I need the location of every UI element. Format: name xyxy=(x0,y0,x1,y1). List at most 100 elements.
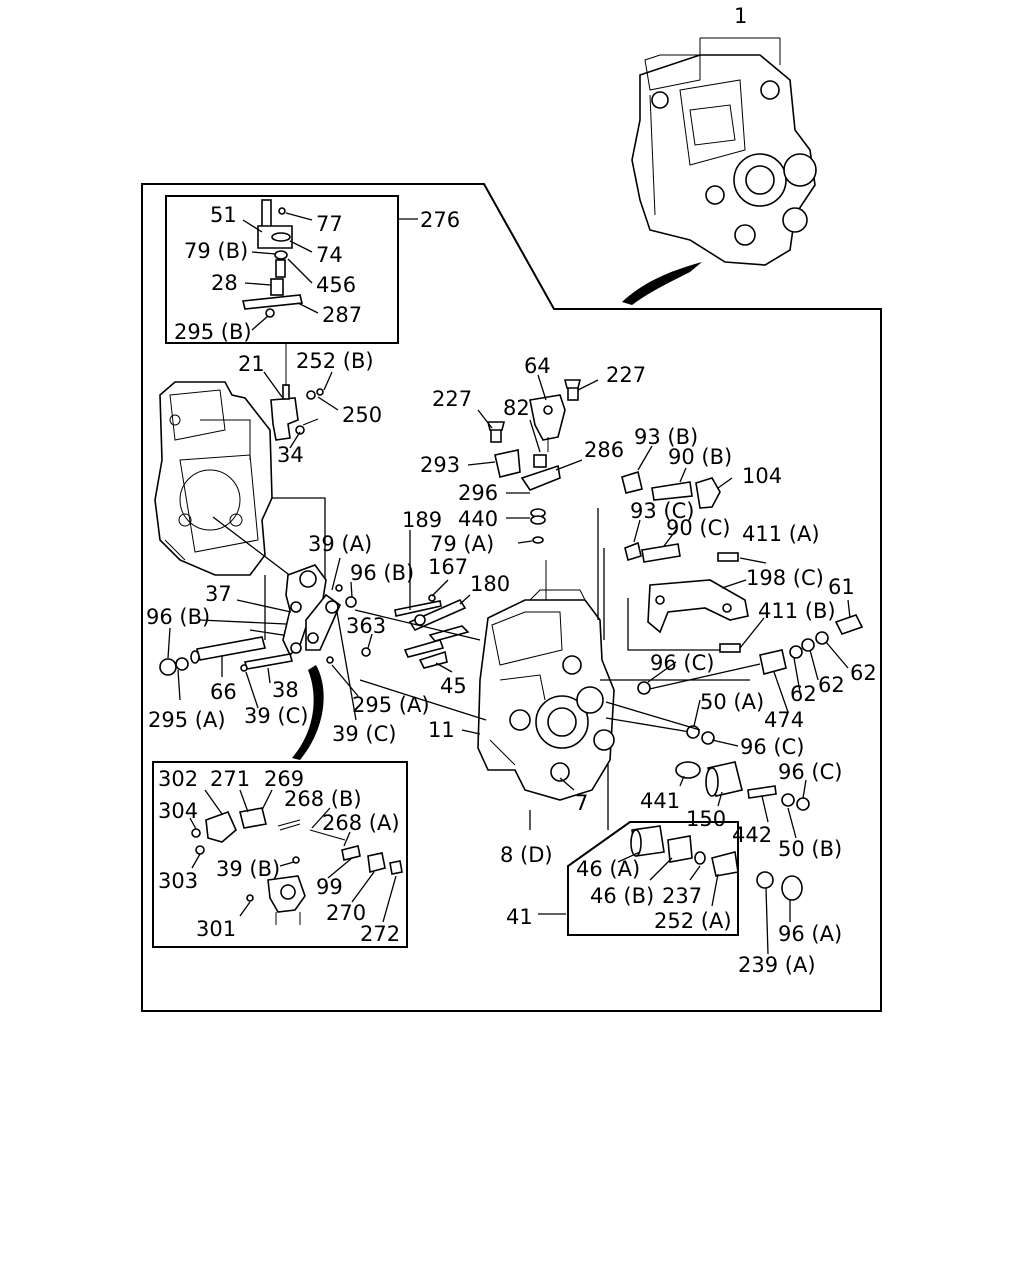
label-64: 64 xyxy=(524,354,551,378)
governor-housing-left xyxy=(154,381,273,576)
label-189: 189 xyxy=(402,508,442,532)
part-labels: 1 276 51 77 79 (B) 74 28 456 287 295 (B)… xyxy=(146,4,877,977)
label-62-b: 62 xyxy=(818,673,845,697)
label-45: 45 xyxy=(440,674,467,698)
bracket-198c xyxy=(627,552,767,653)
label-150: 150 xyxy=(686,807,726,831)
label-198c: 198 (C) xyxy=(746,566,824,590)
label-46a: 46 (A) xyxy=(576,857,640,881)
pump-body-leaders xyxy=(359,679,750,830)
inset-governor-spring-box xyxy=(152,761,408,948)
label-41: 41 xyxy=(506,905,533,929)
label-1: 1 xyxy=(734,4,747,28)
label-363: 363 xyxy=(346,614,386,638)
label-74: 74 xyxy=(316,243,343,267)
label-82: 82 xyxy=(503,396,530,420)
label-96b-left: 96 (B) xyxy=(146,605,210,629)
label-411a: 411 (A) xyxy=(742,522,820,546)
label-252a: 252 (A) xyxy=(654,909,732,933)
inset-276-leaders xyxy=(242,212,418,331)
label-8d: 8 (D) xyxy=(500,843,553,867)
label-286: 286 xyxy=(584,438,624,462)
label-252b: 252 (B) xyxy=(296,349,374,373)
label-96a: 96 (A) xyxy=(778,922,842,946)
label-37: 37 xyxy=(205,582,232,606)
label-11: 11 xyxy=(428,718,455,742)
label-295a-center: 295 (A) xyxy=(352,693,430,717)
label-296: 296 xyxy=(458,481,498,505)
label-21: 21 xyxy=(238,352,265,376)
label-270: 270 xyxy=(326,901,366,925)
label-227-left: 227 xyxy=(432,387,472,411)
label-39c-left: 39 (C) xyxy=(244,704,308,728)
lever-assembly xyxy=(159,564,357,676)
label-90c: 90 (C) xyxy=(666,516,730,540)
label-441: 441 xyxy=(640,789,680,813)
label-93b: 93 (B) xyxy=(634,425,698,449)
label-62-a: 62 xyxy=(790,682,817,706)
label-293: 293 xyxy=(420,453,460,477)
assembly-lines-left xyxy=(199,497,326,640)
label-50a: 50 (A) xyxy=(700,690,764,714)
inset-276-parts xyxy=(242,199,303,318)
label-271: 271 xyxy=(210,767,250,791)
label-96c-far-right: 96 (C) xyxy=(778,760,842,784)
top-center-parts xyxy=(467,374,599,600)
label-304: 304 xyxy=(158,799,198,823)
label-411b: 411 (B) xyxy=(758,599,836,623)
label-99: 99 xyxy=(316,875,343,899)
label-39b: 39 (B) xyxy=(216,857,280,881)
pump-assembly-overview xyxy=(631,37,817,266)
inset-governor-spring-parts xyxy=(189,789,403,925)
label-96c-mid: 96 (C) xyxy=(650,651,714,675)
label-104: 104 xyxy=(742,464,782,488)
inset-arrow xyxy=(292,665,324,760)
label-269: 269 xyxy=(264,767,304,791)
label-250: 250 xyxy=(342,403,382,427)
label-50b: 50 (B) xyxy=(778,837,842,861)
label-295a-left: 295 (A) xyxy=(148,708,226,732)
pump-body-11 xyxy=(477,589,615,801)
label-456: 456 xyxy=(316,273,356,297)
label-28: 28 xyxy=(211,271,238,295)
direction-arrow xyxy=(622,262,702,305)
label-46b: 46 (B) xyxy=(590,884,654,908)
label-287: 287 xyxy=(322,303,362,327)
label-90b: 90 (B) xyxy=(668,445,732,469)
label-77: 77 xyxy=(316,212,343,236)
label-237: 237 xyxy=(662,884,702,908)
label-268a: 268 (A) xyxy=(322,811,400,835)
plunger-parts-lower-right xyxy=(605,661,810,839)
label-51: 51 xyxy=(210,203,237,227)
label-440: 440 xyxy=(458,507,498,531)
group-41-parts xyxy=(538,764,803,955)
label-227-right: 227 xyxy=(606,363,646,387)
label-302: 302 xyxy=(158,767,198,791)
label-239a: 239 (A) xyxy=(738,953,816,977)
label-167: 167 xyxy=(428,555,468,579)
label-180: 180 xyxy=(470,572,510,596)
label-474: 474 xyxy=(764,708,804,732)
label-38: 38 xyxy=(272,678,299,702)
label-96c-right: 96 (C) xyxy=(740,735,804,759)
label-96b-upper: 96 (B) xyxy=(350,561,414,585)
label-303: 303 xyxy=(158,869,198,893)
label-272: 272 xyxy=(360,922,400,946)
label-295b: 295 (B) xyxy=(174,320,252,344)
lever-21-parts xyxy=(263,344,339,449)
label-39a: 39 (A) xyxy=(308,532,372,556)
label-66: 66 xyxy=(210,680,237,704)
label-79a: 79 (A) xyxy=(430,532,494,556)
lever-assembly-leaders xyxy=(167,557,359,721)
linkage-parts xyxy=(354,530,481,673)
label-79b: 79 (B) xyxy=(184,239,248,263)
label-268b: 268 (B) xyxy=(284,787,362,811)
label-301: 301 xyxy=(196,917,236,941)
label-7: 7 xyxy=(575,791,588,815)
label-93c: 93 (C) xyxy=(630,499,694,523)
label-62-c: 62 xyxy=(850,661,877,685)
main-frame xyxy=(141,183,882,1012)
group-41-bracket xyxy=(567,821,739,936)
label-276: 276 xyxy=(420,208,460,232)
